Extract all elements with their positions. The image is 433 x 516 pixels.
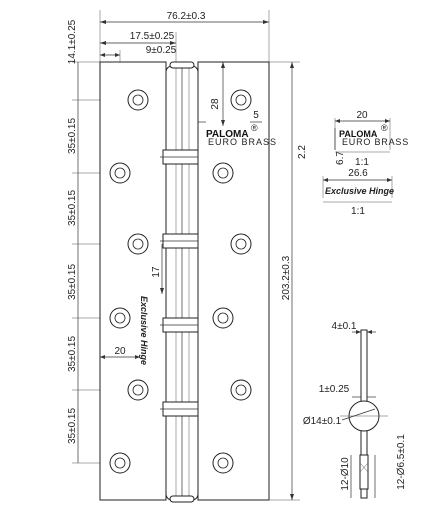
logo-registered: ® [251, 123, 258, 133]
hole [109, 162, 131, 184]
pitch-4-label: 35±0.15 [67, 336, 78, 373]
logo-detail-sub: EURO BRASS [342, 137, 409, 147]
engrave-top-label: 17 [151, 266, 162, 278]
logo-side-label: 5 [253, 110, 259, 121]
leaf-offset-label: 17.5±0.25 [130, 31, 175, 42]
pitch-1-label: 35±0.15 [67, 118, 78, 155]
hole [230, 379, 252, 401]
hole [127, 379, 149, 401]
logo-width-label: 20 [356, 110, 368, 121]
engrave-detail: 26.6 Exclusive Hinge 1:1 [322, 168, 394, 217]
engrave-detail-text: Exclusive Hinge [325, 186, 394, 196]
hole [127, 89, 149, 111]
hole [212, 452, 234, 474]
top-hole-label: 14.1±0.25 [67, 19, 78, 64]
hinge-body [99, 61, 270, 503]
logo-detail-brand: PALOMA [339, 129, 378, 139]
overall-width-label: 76.2±0.3 [167, 11, 206, 22]
height-label: 203.2±0.3 [281, 255, 292, 300]
hole [109, 307, 131, 329]
engrave-side-label: 20 [114, 346, 126, 357]
height-dimension: 203.2±0.3 2.2 [269, 61, 308, 501]
logo-gap-label: 2.2 [297, 145, 308, 159]
logo-top-label: 28 [210, 98, 221, 110]
hole [230, 89, 252, 111]
thickness-label: 4±0.1 [332, 321, 357, 332]
logo-detail-registered: ® [381, 123, 388, 133]
hole-dia-label: 12-Ø6.5±0.1 [396, 434, 407, 490]
logo-brand: PALOMA [206, 129, 249, 140]
exclusive-hinge-engraving: Exclusive Hinge 17 20 [100, 244, 164, 365]
knuckle-dia-label: Ø14±0.1 [303, 416, 342, 427]
hole [127, 233, 149, 255]
hole-offset-label: 9±0.25 [146, 45, 177, 56]
logo-scale-label: 1:1 [355, 157, 369, 168]
hole [230, 233, 252, 255]
logo-dimensions: 28 5 [198, 62, 262, 126]
paloma-logo: PALOMA ® EURO BRASS [206, 123, 277, 147]
engrave-scale-label: 1:1 [351, 206, 365, 217]
hole [109, 452, 131, 474]
engraving-text: Exclusive Hinge [139, 296, 149, 365]
pitch-5-label: 35±0.15 [67, 408, 78, 445]
logo-detail: 20 PALOMA ® EURO BRASS 6.7 1:1 [334, 110, 409, 168]
left-leaf [99, 61, 167, 501]
countersink-label: 12-Ø10 [340, 457, 351, 491]
section-view: 4±0.1 1±0.25 Ø14±0.1 12-Ø10 12-Ø6.5±0.1 [303, 321, 407, 499]
logo-height-label: 6.7 [335, 151, 346, 165]
engrave-width-label: 26.6 [348, 168, 368, 179]
pitch-3-label: 35±0.15 [67, 264, 78, 301]
hole [212, 162, 234, 184]
washer-label: 1±0.25 [319, 384, 350, 395]
hole [212, 307, 234, 329]
screw-holes [109, 89, 252, 474]
right-leaf [197, 61, 270, 501]
logo-sub: EURO BRASS [208, 137, 277, 147]
pitch-2-label: 35±0.15 [67, 190, 78, 227]
